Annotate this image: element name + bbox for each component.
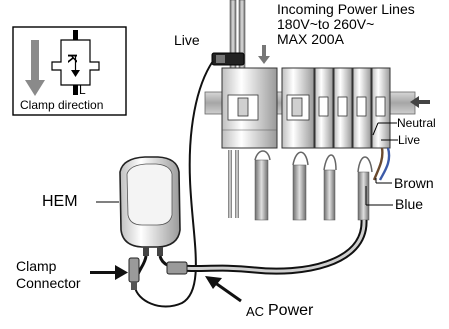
clamp-connector-label-line1: Clamp — [16, 258, 57, 274]
clamp-connector-label-line2: Connector — [16, 275, 81, 291]
blue-wire — [378, 147, 391, 181]
hem-label: HEM — [42, 193, 78, 210]
power-label: Power — [268, 302, 314, 319]
live-right-label: Live — [398, 133, 421, 147]
arrow-up-left-icon — [205, 276, 242, 303]
ac-power-cable — [181, 219, 366, 273]
neutral-label: Neutral — [397, 116, 436, 130]
arrow-left-icon — [410, 96, 430, 108]
live-top-label: Live — [174, 32, 200, 48]
max-current: MAX 200A — [277, 31, 344, 47]
hem-device — [119, 156, 181, 256]
current-clamp — [211, 52, 245, 66]
ac-power-cable-outline — [181, 219, 368, 275]
incoming-power-title: Incoming Power Lines — [277, 1, 415, 17]
neutral-live-leaders — [372, 122, 398, 141]
ac-label: AC — [246, 304, 265, 319]
blue-label: Blue — [395, 196, 424, 212]
clamp-direction-label: Clamp direction — [20, 98, 104, 112]
main-breaker — [221, 67, 278, 149]
clamp-sketch — [51, 30, 100, 95]
clamp-direction-inset — [12, 26, 127, 116]
connector-cables — [128, 255, 188, 290]
brown-label: Brown — [394, 175, 434, 191]
brown-blue-leaders — [365, 178, 393, 206]
incoming-power-label: Incoming Power Lines 180V~to 260V~ MAX 2… — [277, 2, 415, 47]
brown-wire — [372, 147, 384, 181]
lower-cables — [228, 150, 373, 221]
arrow-right-icon — [90, 265, 128, 280]
clamp-l-label: L — [79, 83, 86, 97]
arrow-down-icon — [258, 45, 270, 64]
clamp-cable — [134, 60, 214, 308]
arrow-down-icon — [25, 40, 45, 96]
clamp-k-label: K — [65, 53, 81, 64]
voltage-range: 180V~to 260V~ — [277, 16, 375, 32]
breaker-panel — [281, 67, 391, 149]
